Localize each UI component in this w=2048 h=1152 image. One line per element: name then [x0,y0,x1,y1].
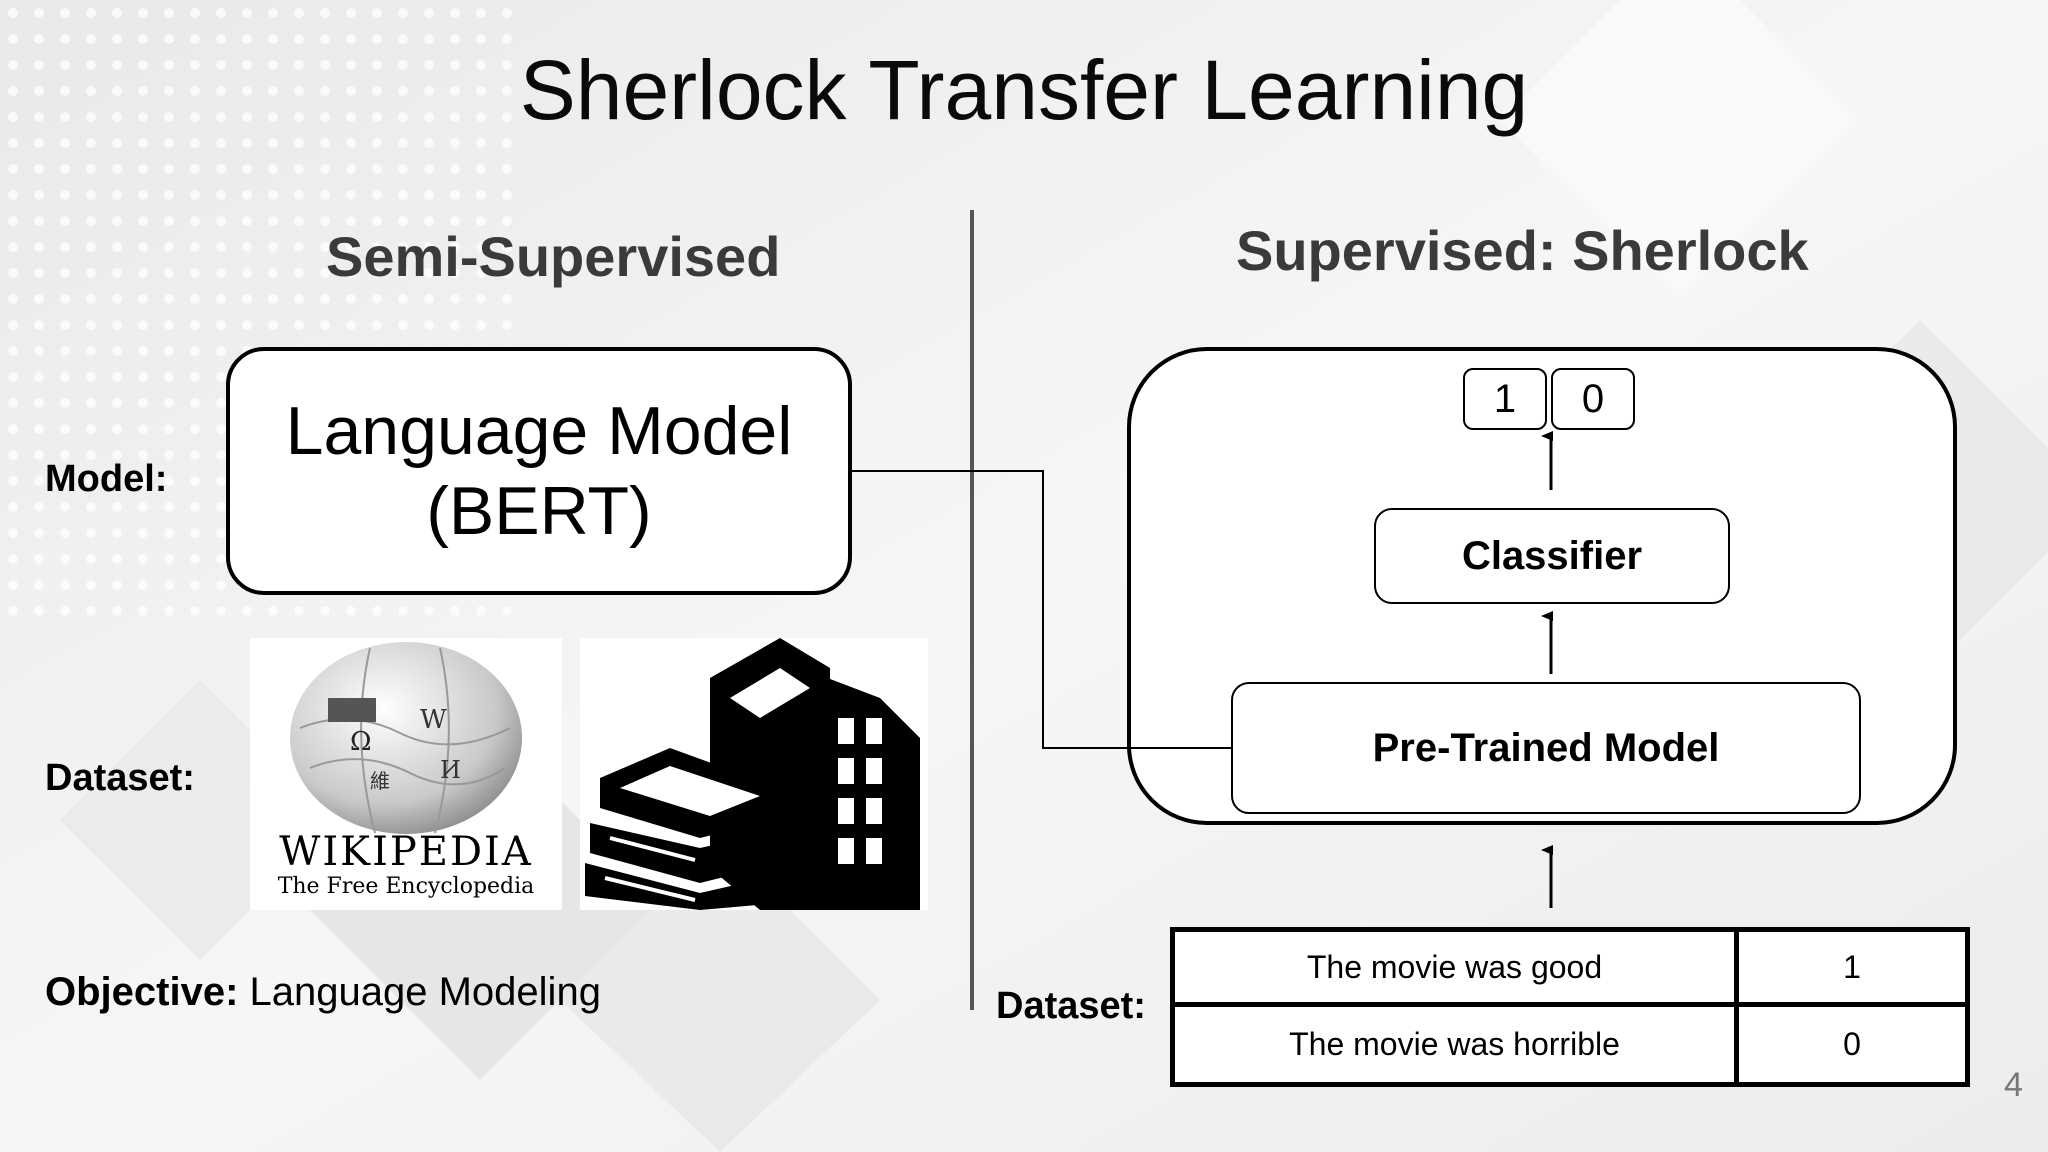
page-number: 4 [2004,1066,2023,1105]
labeled-dataset-table: The movie was good 1 The movie was horri… [1170,927,1970,1087]
table-cell-text: The movie was horrible [1175,1007,1739,1082]
dataset-label-right: Dataset: [996,982,1146,1030]
table-cell-text: The movie was good [1175,932,1739,1007]
table-cell-label: 0 [1739,1007,1965,1082]
table-cell-label: 1 [1739,932,1965,1007]
